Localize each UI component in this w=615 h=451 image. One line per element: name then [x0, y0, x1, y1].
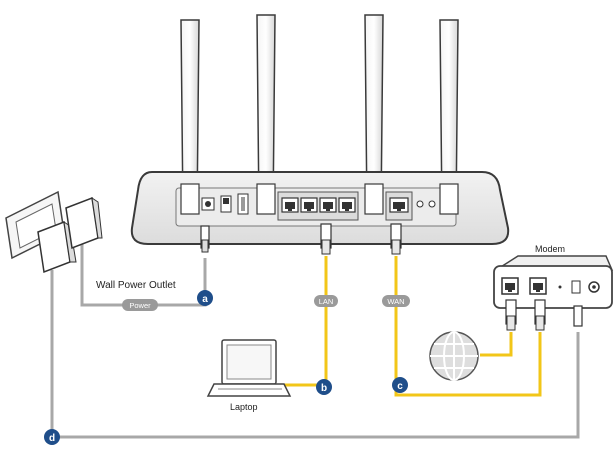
- antenna-base-4: [439, 183, 459, 215]
- antenna-base-3: [364, 183, 384, 215]
- badge-c: c: [392, 377, 408, 393]
- usb-port-tongue: [241, 197, 245, 211]
- lan-cable: [282, 256, 328, 387]
- power-cable: [80, 240, 207, 307]
- cable-tags: Power LAN WAN: [122, 295, 410, 311]
- router-connectors: [200, 223, 402, 255]
- wps-button: [428, 200, 436, 208]
- modem-body: [493, 265, 613, 309]
- badge-c-circle: [392, 377, 408, 393]
- modem-connectors: [505, 299, 583, 331]
- modem-power-switch: [571, 280, 581, 294]
- lan-tag-label: LAN: [319, 297, 334, 306]
- badge-d: d: [44, 429, 60, 445]
- modem-power-cable: [50, 270, 580, 439]
- lan-tag-pill: [314, 295, 338, 307]
- modem-plug-2-boot: [535, 315, 545, 331]
- reset-button: [416, 200, 424, 208]
- lan-port-1-notch: [285, 202, 295, 211]
- laptop-label: Laptop: [230, 402, 258, 412]
- wan-plug-boot: [391, 239, 401, 255]
- lan-port-4-notch: [342, 202, 352, 211]
- modem-power-plug: [573, 305, 583, 327]
- modem-plug-1-boot: [506, 315, 516, 331]
- wan-cable: [394, 256, 542, 397]
- lan-port-2-notch: [304, 202, 314, 211]
- laptop-screen: [226, 344, 272, 380]
- power-adapter-2-side: [91, 196, 103, 239]
- power-switch-toggle: [223, 198, 229, 204]
- modem-power-jack-pin: [592, 285, 596, 289]
- power-tag-label: Power: [129, 301, 151, 310]
- internet-cable: [480, 332, 513, 357]
- badge-d-label: d: [49, 433, 55, 444]
- badge-c-label: c: [397, 381, 403, 392]
- internet-globe: [429, 331, 479, 381]
- laptop-base: [206, 383, 292, 397]
- lan-port-3-notch: [323, 202, 333, 211]
- wan-tag-label: WAN: [387, 297, 404, 306]
- power-tag-pill: [122, 299, 158, 311]
- badge-a-circle: [197, 290, 213, 306]
- laptop: [206, 339, 292, 397]
- lan-ports: [281, 197, 356, 213]
- antenna-base-2: [256, 183, 276, 215]
- modem-port-2-notch: [533, 283, 543, 292]
- wall-power-outlet: [5, 190, 103, 274]
- badge-b: b: [316, 379, 332, 395]
- badge-d-circle: [44, 429, 60, 445]
- badge-b-label: b: [321, 383, 327, 394]
- power-plug-sleeve: [201, 239, 209, 253]
- wan-tag-pill: [382, 295, 410, 307]
- badge-a: a: [197, 290, 213, 306]
- power-jack-hole: [205, 201, 211, 207]
- wan-cable-tag: WAN: [382, 295, 410, 307]
- modem-port-1-notch: [505, 283, 515, 292]
- lan-cable-tag: LAN: [314, 295, 338, 307]
- badge-b-circle: [316, 379, 332, 395]
- antenna-base-1: [180, 183, 200, 215]
- step-badges: a b c d: [44, 290, 408, 445]
- modem-label: Modem: [535, 244, 565, 254]
- modem: [493, 255, 614, 309]
- router: [130, 14, 510, 245]
- modem-reset-hole: [558, 285, 562, 289]
- power-cable-tag: Power: [122, 299, 158, 311]
- lan-plug-boot: [321, 239, 331, 255]
- badge-a-label: a: [202, 294, 208, 305]
- wan-port-notch: [393, 202, 405, 211]
- wall-outlet-label: Wall Power Outlet: [96, 280, 176, 291]
